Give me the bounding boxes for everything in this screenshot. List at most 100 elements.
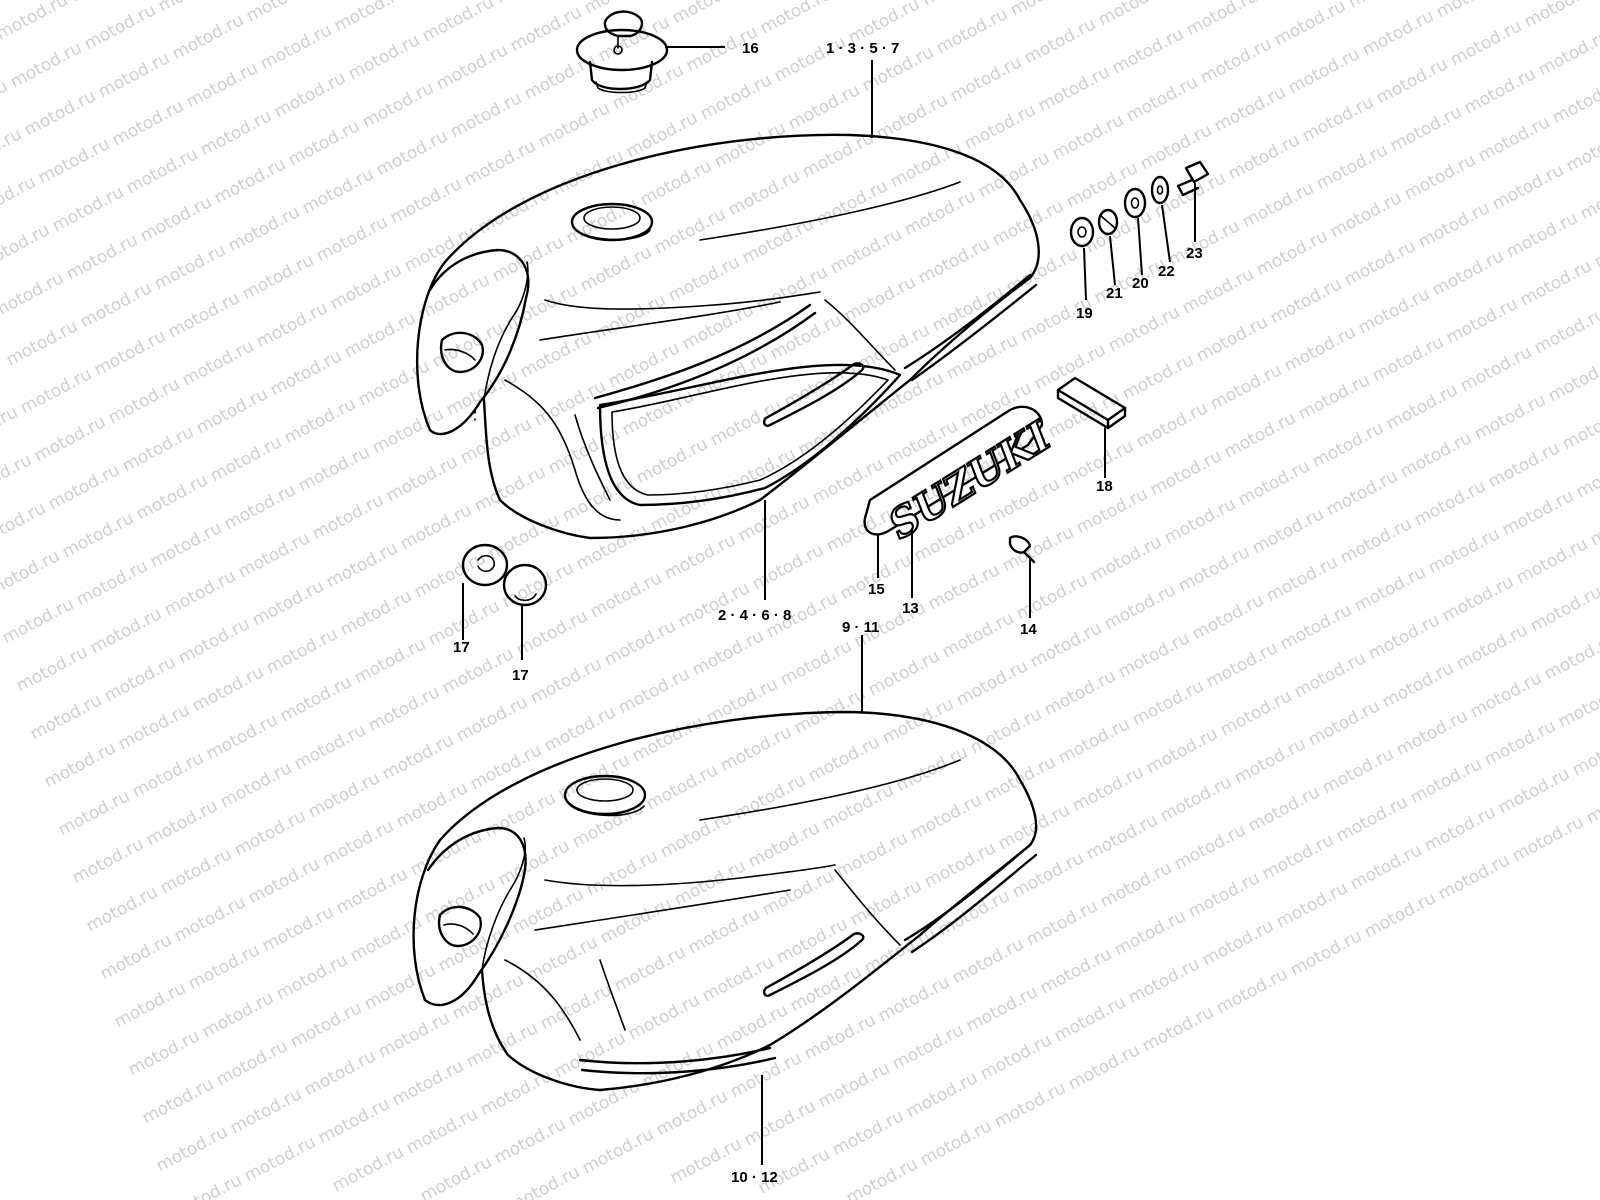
watermark-text: motod.ru [933, 4, 1011, 58]
watermark-text: motod.ru [735, 492, 813, 546]
watermark-text: motod.ru [1365, 610, 1443, 664]
watermark-text: motod.ru [1521, 0, 1599, 32]
watermark-text: motod.ru [991, 1078, 1069, 1132]
watermark-text: motod.ru [1383, 380, 1461, 434]
watermark-text: motod.ru [1411, 476, 1489, 530]
watermark-text: motod.ru [1139, 1002, 1217, 1056]
watermark-text: motod.ru [1461, 64, 1539, 118]
watermark-text: motod.ru [1319, 744, 1397, 798]
watermark-text: motod.ru [301, 1046, 379, 1100]
watermark-text: motod.ru [1231, 734, 1309, 788]
watermark-text: motod.ru [87, 604, 165, 658]
watermark-text: motod.ru [1305, 696, 1383, 750]
watermark-text: motod.ru [843, 1154, 921, 1200]
watermark-text: motod.ru [989, 196, 1067, 250]
watermark-text: motod.ru [267, 346, 345, 400]
watermark-text: motod.ru [1013, 570, 1091, 624]
collar-21 [1097, 208, 1119, 236]
watermark-text: motod.ru [1531, 304, 1600, 358]
watermark-text: motod.ru [0, 220, 53, 274]
watermark-text: motod.ru [345, 30, 423, 84]
watermark-text: motod.ru [1393, 706, 1471, 760]
watermark-text: motod.ru [17, 364, 95, 418]
watermark-text: motod.ru [21, 86, 99, 140]
callout-c5: 20 [1132, 275, 1149, 292]
watermark-text: motod.ru [727, 1048, 805, 1102]
watermark-text: motod.ru [907, 790, 985, 844]
watermark-text: motod.ru [1299, 92, 1377, 146]
watermark-text: motod.ru [1027, 618, 1105, 672]
watermark-text: motod.ru [249, 576, 327, 630]
watermark-text: motod.ru [0, 546, 63, 600]
watermark-text: motod.ru [1545, 352, 1600, 406]
watermark-text: motod.ru [139, 1074, 217, 1128]
watermark-text: motod.ru [1503, 208, 1581, 262]
watermark-text: motod.ru [521, 50, 599, 104]
watermark-text: motod.ru [373, 126, 451, 180]
watermark-text: motod.ru [319, 816, 397, 870]
callout-c6: 21 [1106, 285, 1123, 302]
watermark-text: motod.ru [361, 960, 439, 1014]
watermark-text: motod.ru [1035, 62, 1113, 116]
watermark-text: motod.ru [1559, 400, 1600, 454]
watermark-text: motod.ru [1489, 160, 1567, 214]
watermark-text: motod.ru [565, 1076, 643, 1130]
watermark-text: motod.ru [1535, 26, 1600, 80]
watermark-text: motod.ru [285, 116, 363, 170]
callout-c14: 17 [453, 639, 470, 656]
watermark-text: motod.ru [63, 230, 141, 284]
watermark-text: motod.ru [1425, 524, 1503, 578]
callout-c12: 2 · 4 · 6 · 8 [718, 607, 791, 624]
watermark-text: motod.ru [947, 52, 1025, 106]
watermark-text: motod.ru [669, 0, 747, 28]
watermark-text: motod.ru [389, 1056, 467, 1110]
watermark-text: motod.ru [1495, 764, 1573, 818]
watermark-text: motod.ru [833, 828, 911, 882]
watermark-text: motod.ru [1573, 448, 1600, 502]
watermark-text: motod.ru [527, 654, 605, 708]
callout-c3: 23 [1186, 245, 1203, 262]
watermark-text: motod.ru [393, 778, 471, 832]
watermark-text: motod.ru [1207, 360, 1285, 414]
watermark-text: motod.ru [1193, 312, 1271, 366]
watermark-text: motod.ru [411, 548, 489, 602]
watermark-text: motod.ru [493, 0, 571, 8]
watermark-text: motod.ru [507, 2, 585, 56]
watermark-text: motod.ru [1361, 888, 1439, 942]
watermark-text: motod.ru [499, 558, 577, 612]
watermark-text: motod.ru [1401, 150, 1479, 204]
watermark-text: motod.ru [421, 874, 499, 928]
watermark-text: motod.ru [901, 186, 979, 240]
watermark-text: motod.ru [305, 768, 383, 822]
watermark-text: motod.ru [745, 818, 823, 872]
watermark-text: motod.ru [1397, 428, 1475, 482]
watermark-text: motod.ru [597, 894, 675, 948]
watermark-text: motod.ru [1197, 34, 1275, 88]
watermark-text: motod.ru [953, 656, 1031, 710]
watermark-text: motod.ru [1041, 666, 1119, 720]
watermark-text: motod.ru [0, 498, 49, 552]
watermark-text: motod.ru [633, 434, 711, 488]
watermark-text: motod.ru [221, 480, 299, 534]
watermark-text: motod.ru [697, 70, 775, 124]
watermark-text: motod.ru [211, 154, 289, 208]
watermark-text: motod.ru [1527, 582, 1600, 636]
watermark-text: motod.ru [213, 1036, 291, 1090]
watermark-text: motod.ru [581, 0, 659, 18]
watermark-text: motod.ru [313, 212, 391, 266]
watermark-text: motod.ru [753, 262, 831, 316]
watermark-text: motod.ru [1443, 294, 1521, 348]
watermark-text: motod.ru [13, 642, 91, 696]
watermark-text: motod.ru [309, 490, 387, 544]
watermark-text: motod.ru [1481, 716, 1559, 770]
callout-c13: 9 · 11 [842, 619, 880, 636]
watermark-text: motod.ru [55, 786, 133, 840]
watermark-text: motod.ru [847, 876, 925, 930]
watermark-text: motod.ru [171, 892, 249, 946]
watermark-text: motod.ru [921, 838, 999, 892]
watermark-text: motod.ru [699, 952, 777, 1006]
watermark-text: motod.ru [1175, 542, 1253, 596]
watermark-text: motod.ru [1555, 678, 1600, 732]
watermark-text: motod.ru [1245, 782, 1323, 836]
watermark-text: motod.ru [661, 530, 739, 584]
